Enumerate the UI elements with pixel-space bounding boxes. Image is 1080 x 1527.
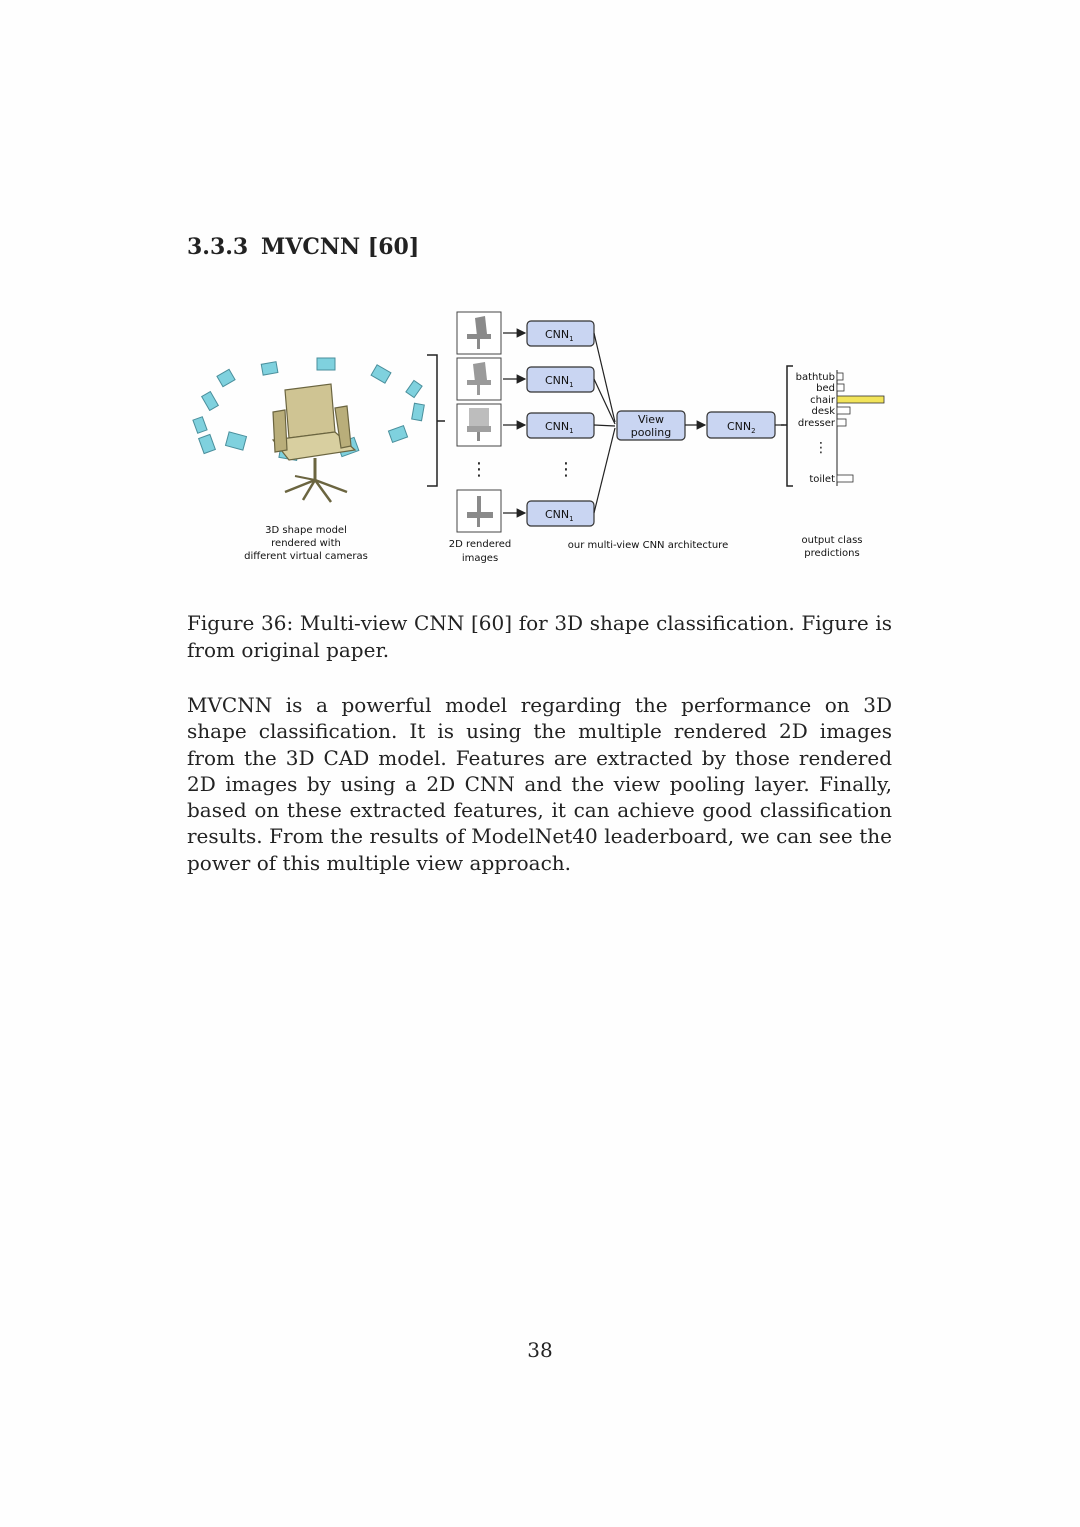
right-bracket bbox=[781, 365, 793, 487]
chair-3d-model bbox=[271, 383, 357, 503]
svg-text:images: images bbox=[462, 553, 498, 564]
left-bracket bbox=[427, 354, 445, 487]
svg-text:2D rendered: 2D rendered bbox=[449, 539, 512, 550]
view-pooling-line2: pooling bbox=[631, 426, 672, 439]
cnn-to-pooling-lines bbox=[593, 332, 616, 514]
section-heading: 3.3.3 MVCNN [60] bbox=[187, 234, 419, 260]
svg-text:chair: chair bbox=[810, 395, 836, 406]
svg-text:different virtual cameras: different virtual cameras bbox=[244, 551, 368, 562]
svg-text:CNN1: CNN1 bbox=[545, 374, 574, 389]
mvcnn-figure: ⋮ ⋮ CNN1 CNN1 CNN1 CNN1 View pooling CNN… bbox=[192, 311, 885, 564]
cnn-vdots: ⋮ bbox=[557, 459, 575, 480]
image-to-cnn-arrows bbox=[503, 328, 527, 518]
svg-text:CNN1: CNN1 bbox=[545, 508, 574, 523]
view-pooling-line1: View bbox=[638, 413, 664, 426]
svg-text:CNN1: CNN1 bbox=[545, 328, 574, 343]
prediction-bars bbox=[836, 372, 885, 483]
svg-text:desk: desk bbox=[811, 406, 835, 417]
section-number: 3.3.3 bbox=[187, 234, 249, 260]
chair-highlight-bar bbox=[836, 395, 885, 404]
svg-text:bed: bed bbox=[816, 383, 835, 394]
body-paragraph: MVCNN is a powerful model regarding the … bbox=[187, 693, 892, 875]
svg-text:bathtub: bathtub bbox=[796, 372, 835, 383]
svg-text:3D shape model: 3D shape model bbox=[265, 525, 347, 536]
class-vdots: ⋮ bbox=[814, 440, 828, 456]
svg-text:dresser: dresser bbox=[798, 418, 836, 429]
svg-text:predictions: predictions bbox=[804, 548, 859, 559]
cnn1-boxes bbox=[526, 320, 595, 527]
svg-text:our multi-view CNN architectur: our multi-view CNN architecture bbox=[568, 540, 728, 551]
svg-text:output class: output class bbox=[802, 535, 863, 546]
figure-caption: Figure 36: Multi-view CNN [60] for 3D sh… bbox=[187, 611, 892, 662]
cnn2-label: CNN2 bbox=[727, 420, 756, 435]
rendered-chair-silhouettes bbox=[467, 316, 493, 527]
svg-text:CNN1: CNN1 bbox=[545, 420, 574, 435]
page-number: 38 bbox=[527, 1338, 553, 1362]
cnn1-labels: CNN1 CNN1 CNN1 CNN1 bbox=[545, 328, 574, 523]
svg-text:toilet: toilet bbox=[809, 474, 835, 485]
section-title: MVCNN [60] bbox=[261, 234, 420, 260]
class-labels: bathtub bed chair desk dresser toilet bbox=[796, 372, 836, 485]
figure-sub-captions: 3D shape model rendered with different v… bbox=[244, 525, 862, 564]
images-vdots: ⋮ bbox=[470, 459, 488, 480]
svg-text:rendered with: rendered with bbox=[271, 538, 341, 549]
